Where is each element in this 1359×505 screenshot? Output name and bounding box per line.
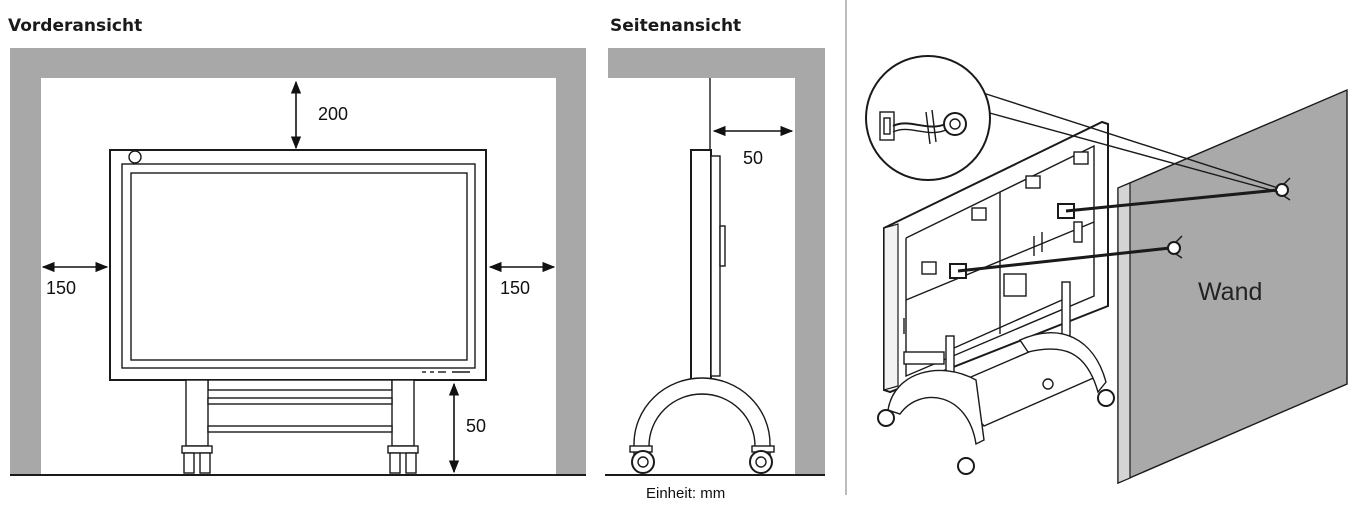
wall-eye-bolt-icon bbox=[1167, 235, 1183, 259]
rear-bracket-icon bbox=[1025, 175, 1041, 189]
display-rear bbox=[883, 120, 1109, 394]
wall-eye-bolt-icon bbox=[1275, 177, 1291, 201]
rear-bracket-icon bbox=[971, 207, 987, 221]
stand-post-right bbox=[1061, 281, 1071, 337]
rear-bracket bbox=[719, 225, 726, 267]
caster-icon bbox=[389, 452, 401, 474]
dim-label-rear: 50 bbox=[743, 148, 763, 168]
right-base bbox=[387, 445, 419, 454]
magnifier-circle bbox=[865, 55, 991, 181]
stand-right-leg bbox=[391, 379, 415, 447]
detail-magnifier bbox=[865, 55, 991, 181]
safety-wire-upper bbox=[1065, 188, 1279, 213]
front-wall-outline bbox=[10, 48, 586, 475]
dim-label-right: 150 bbox=[500, 278, 530, 298]
screen-area-outer bbox=[121, 163, 476, 369]
unit-note: Einheit: mm bbox=[646, 485, 725, 502]
front-view: Vorderansicht bbox=[8, 16, 586, 476]
stand-side bbox=[629, 377, 775, 474]
stand-arch-left bbox=[887, 369, 985, 446]
right-wall bbox=[556, 48, 586, 475]
side-view-title: Seitenansicht bbox=[610, 16, 741, 36]
caster-icon bbox=[183, 452, 195, 474]
stand-left-leg bbox=[185, 379, 209, 447]
stand-arch-right bbox=[1018, 332, 1107, 394]
eye-bolt-detail-icon bbox=[943, 112, 967, 136]
callout-leader-bottom bbox=[985, 111, 1279, 193]
side-ceiling-wall bbox=[608, 48, 825, 78]
display-bezel bbox=[109, 149, 487, 381]
screen-area-inner bbox=[130, 172, 468, 361]
logo-badge-icon bbox=[128, 150, 142, 164]
rear-terminals-icon bbox=[903, 351, 945, 365]
caster-icon bbox=[957, 457, 975, 475]
dim-label-bottom: 50 bbox=[466, 416, 486, 436]
rear-label-plate bbox=[1003, 273, 1027, 297]
safety-wire-lower bbox=[957, 246, 1171, 273]
wall-edge bbox=[1117, 182, 1131, 484]
bracket-detail-icon bbox=[879, 111, 895, 141]
side-view: Seitenansicht 50 Einheit: mm bbox=[605, 16, 825, 502]
wire-detail bbox=[892, 122, 947, 128]
stand-perspective bbox=[877, 281, 1115, 475]
caster-icon bbox=[405, 452, 417, 474]
caster-icon bbox=[877, 409, 895, 427]
panel-back-housing bbox=[710, 155, 721, 377]
dim-label-top: 200 bbox=[318, 104, 348, 124]
stand-arch bbox=[633, 377, 771, 457]
perspective-view: Wand bbox=[865, 55, 1348, 485]
caster-icon bbox=[749, 450, 773, 474]
stand-top-bracket bbox=[207, 379, 393, 391]
stand-front bbox=[181, 379, 419, 474]
caster-icon bbox=[199, 452, 211, 474]
caster-icon bbox=[1097, 389, 1115, 407]
display-side bbox=[690, 149, 726, 383]
rear-bracket-icon bbox=[921, 261, 937, 275]
wall-label: Wand bbox=[1198, 278, 1262, 306]
side-rear-wall bbox=[795, 48, 825, 475]
caster-icon bbox=[1042, 378, 1054, 390]
callout-leader-top bbox=[979, 91, 1279, 189]
caster-icon bbox=[631, 450, 655, 474]
left-base bbox=[181, 445, 213, 454]
stand-bottom-shelf bbox=[207, 425, 393, 433]
stand-cross-bar bbox=[207, 397, 393, 405]
panel-profile bbox=[690, 149, 712, 383]
display-front bbox=[109, 149, 487, 381]
rear-bracket-icon bbox=[1073, 151, 1089, 165]
display-side-edge bbox=[883, 223, 899, 391]
dim-label-left: 150 bbox=[46, 278, 76, 298]
left-wall bbox=[10, 48, 41, 475]
front-view-title: Vorderansicht bbox=[8, 16, 142, 36]
ceiling-wall bbox=[10, 48, 586, 78]
